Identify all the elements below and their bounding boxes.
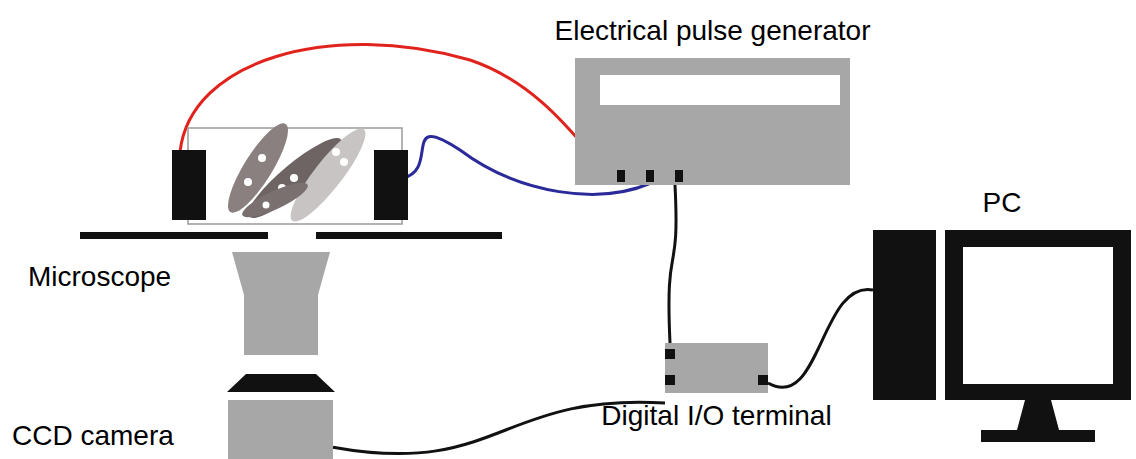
signal-cable <box>768 289 873 387</box>
electrode <box>172 150 206 220</box>
electrode <box>374 150 408 220</box>
node-label: CCD camera <box>12 421 174 452</box>
pulse-generator-shape <box>575 58 850 185</box>
node-label: Electrical pulse generator <box>555 16 871 47</box>
microscope-shape <box>226 250 336 394</box>
signal-cable <box>669 185 676 343</box>
pc-computer-shape <box>873 230 1131 448</box>
node-label: PC <box>983 188 1022 219</box>
pulse-generator: Electrical pulse generator <box>575 58 850 185</box>
microscope: Microscope <box>226 250 336 394</box>
cells <box>219 116 375 229</box>
microscope-stage <box>80 232 268 239</box>
io-terminal: Digital I/O terminal <box>665 343 768 393</box>
ccd-camera: CCD camera <box>228 400 333 459</box>
microscope-stage <box>316 232 502 239</box>
pc-computer: PC <box>873 230 1131 448</box>
node-label: Digital I/O terminal <box>601 401 831 432</box>
io-terminal-shape <box>665 343 768 393</box>
node-label: Microscope <box>28 262 171 293</box>
